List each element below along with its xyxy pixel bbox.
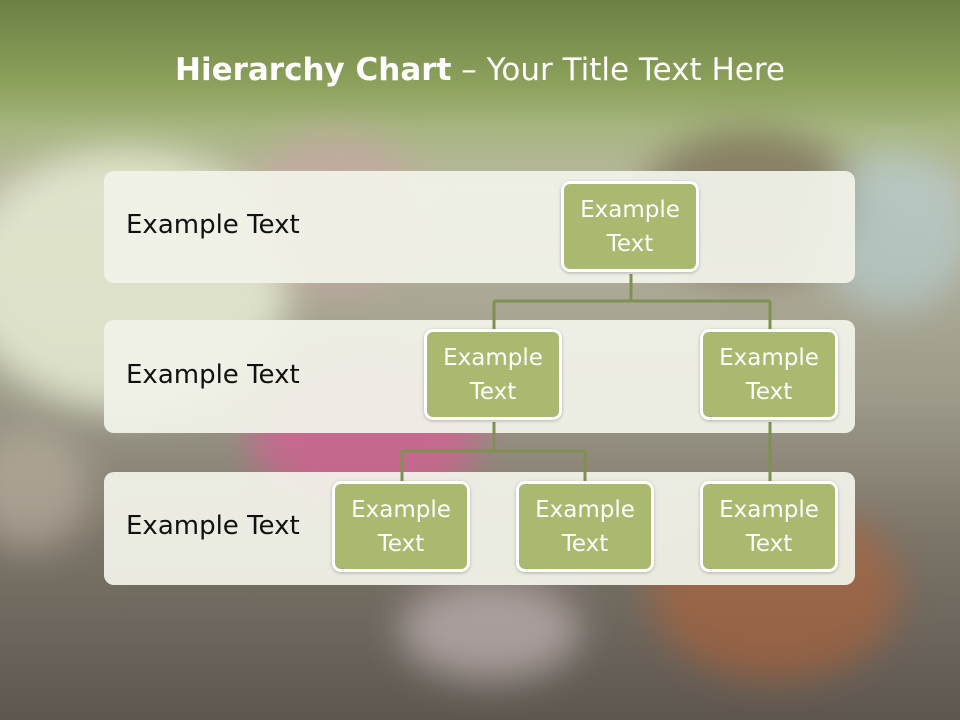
level-label-3: Example Text [126, 511, 300, 541]
title-rest: – Your Title Text Here [451, 52, 785, 88]
node-level2-left[interactable]: Example Text [424, 329, 562, 420]
level-label-2: Example Text [126, 360, 300, 390]
node-root[interactable]: Example Text [561, 181, 699, 272]
level-band-1 [104, 171, 855, 283]
node-level3-middle[interactable]: Example Text [516, 481, 654, 572]
connector-left-level3 [400, 422, 587, 482]
node-level3-right[interactable]: Example Text [700, 481, 838, 572]
connector-root-level2 [492, 274, 772, 330]
slide-title: Hierarchy Chart – Your Title Text Here [0, 52, 960, 88]
level-label-1: Example Text [126, 210, 300, 240]
node-level3-left[interactable]: Example Text [332, 481, 470, 572]
node-level2-right[interactable]: Example Text [700, 329, 838, 420]
title-bold: Hierarchy Chart [175, 52, 452, 88]
